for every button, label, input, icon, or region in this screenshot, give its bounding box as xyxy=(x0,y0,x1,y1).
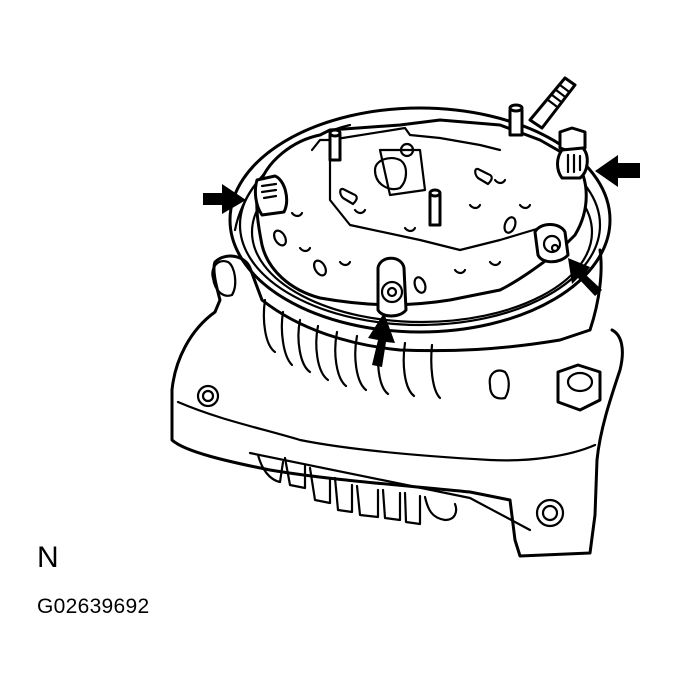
arrow-right-screw-icon xyxy=(568,258,602,296)
arrow-front-screw-icon xyxy=(368,313,395,367)
left-clip xyxy=(253,174,289,217)
right-clip xyxy=(556,146,589,180)
arrow-left-clip-icon xyxy=(203,184,246,214)
rectifier-holder xyxy=(255,76,588,307)
terminal-nut xyxy=(488,363,602,412)
right-screw xyxy=(533,223,570,264)
arrow-right-clip-icon xyxy=(595,155,640,187)
front-screw xyxy=(376,256,408,318)
view-label: N xyxy=(37,541,59,574)
figure-id: G02639692 xyxy=(37,595,150,618)
